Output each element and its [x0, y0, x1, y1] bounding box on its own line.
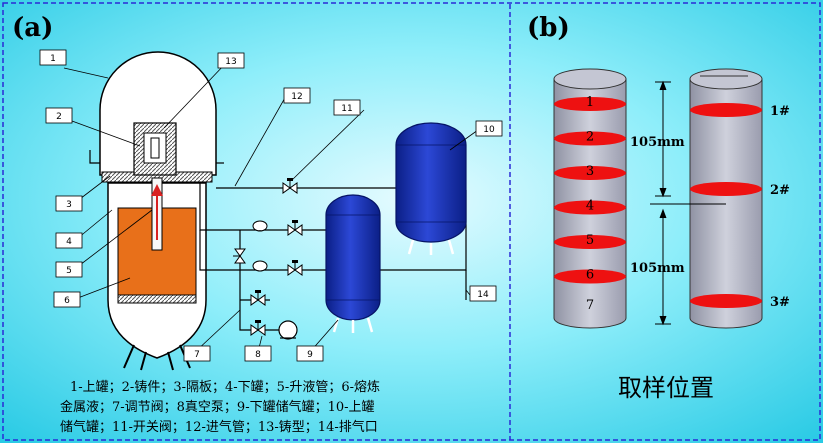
exhaust-stub: [89, 150, 100, 164]
panel-a-label: (a): [12, 13, 53, 43]
valve-11: [282, 178, 298, 194]
sample-slice-label-3: 3: [586, 164, 594, 179]
sample-slice-4: [554, 200, 626, 215]
svg-text:10: 10: [483, 125, 495, 135]
casting-cavity: [150, 137, 160, 159]
legend-line-1: 1-上罐；2-铸件；3-隔板；4-下罐；5-升液管；6-熔炼: [70, 379, 380, 395]
callout-1: 1: [39, 49, 67, 66]
valves: [233, 178, 303, 336]
position-label-1: 1#: [770, 104, 790, 119]
callout-7: 7: [183, 345, 211, 362]
svg-text:1: 1: [50, 54, 56, 64]
position-disk-1: [690, 103, 762, 117]
callout-9: 9: [296, 345, 324, 362]
callout-13: 13: [217, 52, 245, 69]
callout-14: 14: [469, 285, 497, 302]
sample-slice-label-5: 5: [586, 233, 594, 248]
callouts: 1 2 3 4 5 6 7 8 9 10 11 12 13 14: [39, 49, 503, 362]
svg-text:5: 5: [66, 266, 72, 276]
svg-text:8: 8: [255, 350, 261, 360]
position-label-2: 2#: [770, 183, 790, 198]
crucible-base: [117, 294, 197, 304]
sample-slice-5: [554, 235, 626, 249]
dimension-lines: [655, 80, 671, 326]
callout-12: 12: [283, 87, 311, 104]
support-legs: [123, 344, 191, 371]
casting-machine: [89, 51, 224, 371]
sample-slice-2: [554, 131, 626, 146]
svg-text:11: 11: [341, 104, 352, 114]
upper-storage-tank: [395, 122, 467, 255]
sample-slice-1: [554, 97, 626, 111]
sample-slice-label-6: 6: [586, 268, 594, 283]
svg-text:9: 9: [307, 350, 313, 360]
callout-3: 3: [55, 195, 83, 212]
regulating-valve: [252, 220, 268, 232]
callout-8: 8: [244, 345, 272, 362]
callout-6: 6: [53, 291, 81, 308]
position-disk-2: [690, 182, 762, 196]
position-label-3: 3#: [770, 295, 790, 310]
position-disk-3: [690, 294, 762, 308]
flow-arrowhead: [151, 184, 163, 196]
callout-10: 10: [475, 120, 503, 137]
svg-text:4: 4: [66, 237, 72, 247]
legend-line-2: 金属液；7-调节阀；8真空泵；9-下罐储气罐；10-上罐: [60, 399, 375, 415]
callout-5: 5: [55, 261, 83, 278]
sample-cylinder: 1 2 3 4 5 6 7: [553, 68, 627, 329]
callout-4: 4: [55, 232, 83, 249]
lower-storage-tank: [325, 194, 381, 333]
svg-text:6: 6: [64, 296, 70, 306]
dimension-label-2: 105mm: [630, 261, 685, 276]
sample-slice-3: [554, 166, 626, 180]
molten-metal: [117, 207, 197, 296]
svg-text:7: 7: [194, 350, 200, 360]
callout-2: 2: [45, 107, 73, 124]
svg-text:14: 14: [477, 290, 489, 300]
svg-text:2: 2: [56, 112, 62, 122]
svg-text:3: 3: [66, 200, 72, 210]
sample-slice-label-1: 1: [586, 95, 594, 110]
panel-b-caption: 取样位置: [618, 374, 714, 402]
sample-slice-label-7: 7: [586, 298, 594, 313]
svg-text:13: 13: [225, 57, 236, 67]
panel-b-label: (b): [527, 13, 570, 43]
position-cylinder: 1# 2# 3#: [650, 68, 790, 329]
upper-tank: [99, 51, 217, 176]
callout-11: 11: [333, 99, 361, 116]
sample-slice-label-2: 2: [586, 130, 594, 145]
svg-text:12: 12: [291, 92, 302, 102]
legend-line-3: 储气罐；11-开关阀；12-进气管；13-铸型；14-排气口: [60, 419, 378, 435]
legend-text: 1-上罐；2-铸件；3-隔板；4-下罐；5-升液管；6-熔炼 金属液；7-调节阀…: [60, 379, 380, 435]
dimension-label-1: 105mm: [630, 135, 685, 150]
vacuum-pump: [278, 320, 298, 340]
sample-slice-label-4: 4: [586, 199, 594, 214]
sample-slice-6: [554, 269, 626, 284]
